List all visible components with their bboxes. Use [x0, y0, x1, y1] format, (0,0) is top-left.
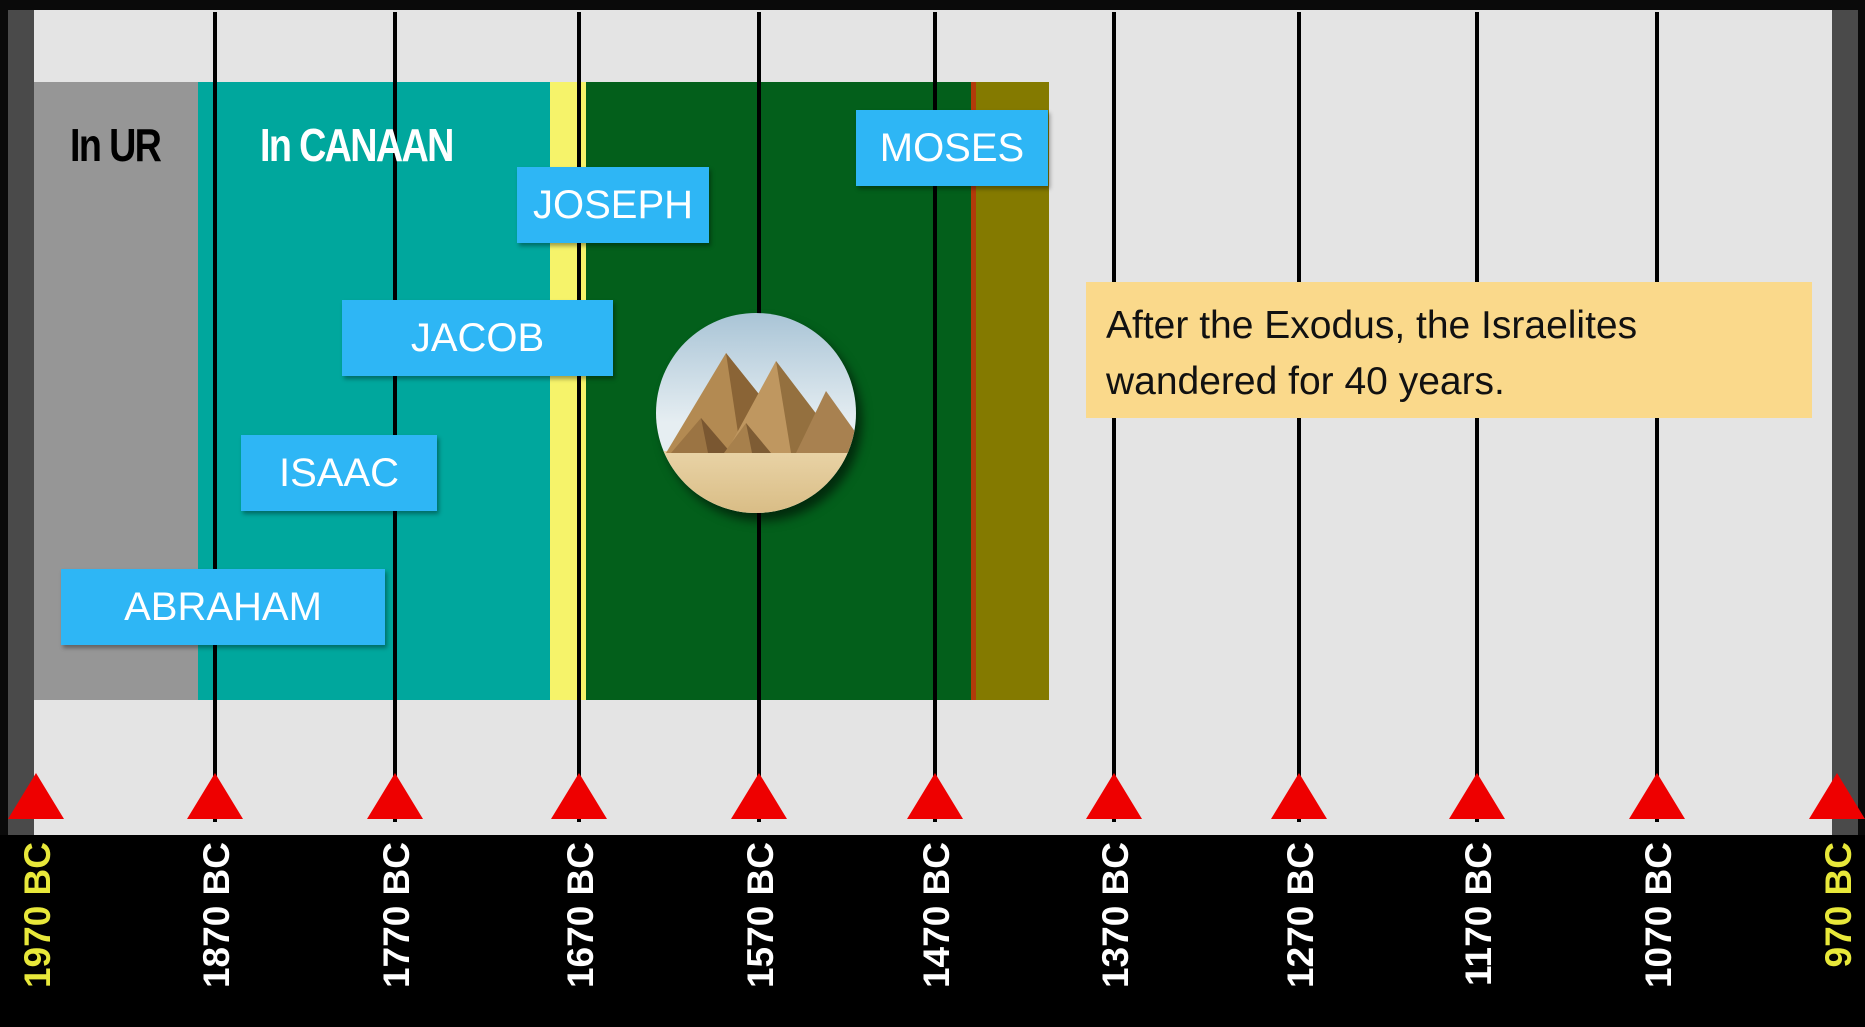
- tick-marker-1670: [551, 773, 607, 819]
- tick-marker-970: [1809, 773, 1865, 819]
- tick-marker-1870: [187, 773, 243, 819]
- pyramids-image: [656, 313, 856, 513]
- tick-label-1570: 1570 BC: [740, 842, 781, 989]
- tick-marker-1770: [367, 773, 423, 819]
- person-label-moses: MOSES: [856, 110, 1048, 186]
- tick-label-1670: 1670 BC: [560, 842, 601, 989]
- tick-marker-1570: [731, 773, 787, 819]
- gridline-1470: [933, 12, 937, 822]
- exodus-note: After the Exodus, the Israelites wandere…: [1086, 282, 1812, 418]
- left-edge-bar: [8, 10, 34, 835]
- right-edge-bar: [1832, 10, 1858, 835]
- person-label-abraham: ABRAHAM: [61, 569, 385, 645]
- gridline-1770: [393, 12, 397, 822]
- exodus-note-line-1: After the Exodus, the Israelites: [1106, 304, 1638, 347]
- tick-label-1770: 1770 BC: [376, 842, 417, 989]
- tick-marker-1270: [1271, 773, 1327, 819]
- tick-label-1470: 1470 BC: [916, 842, 957, 989]
- period-boundary: [971, 82, 976, 700]
- person-label-isaac: ISAAC: [241, 435, 437, 511]
- tick-label-1870: 1870 BC: [196, 842, 237, 989]
- region-title-in-ur: In UR: [70, 119, 162, 171]
- tick-label-1070: 1070 BC: [1638, 842, 1679, 989]
- gridline-1670: [577, 12, 581, 822]
- tick-label-1270: 1270 BC: [1280, 842, 1321, 989]
- tick-label-1970: 1970 BC: [17, 842, 58, 989]
- person-label-joseph: JOSEPH: [517, 167, 709, 243]
- exodus-note-line-2: wandered for 40 years.: [1106, 360, 1505, 403]
- axis-strip: [0, 835, 1865, 1027]
- tick-label-970: 970 BC: [1818, 842, 1859, 968]
- tick-marker-1470: [907, 773, 963, 819]
- tick-label-1370: 1370 BC: [1095, 842, 1136, 989]
- gridline-1870: [213, 12, 217, 822]
- tick-marker-1170: [1449, 773, 1505, 819]
- tick-marker-1970: [8, 773, 64, 819]
- tick-label-1170: 1170 BC: [1458, 842, 1499, 986]
- tick-marker-1370: [1086, 773, 1142, 819]
- person-label-jacob: JACOB: [342, 300, 613, 376]
- region-title-in-canaan: In CANAAN: [260, 119, 454, 171]
- tick-marker-1070: [1629, 773, 1685, 819]
